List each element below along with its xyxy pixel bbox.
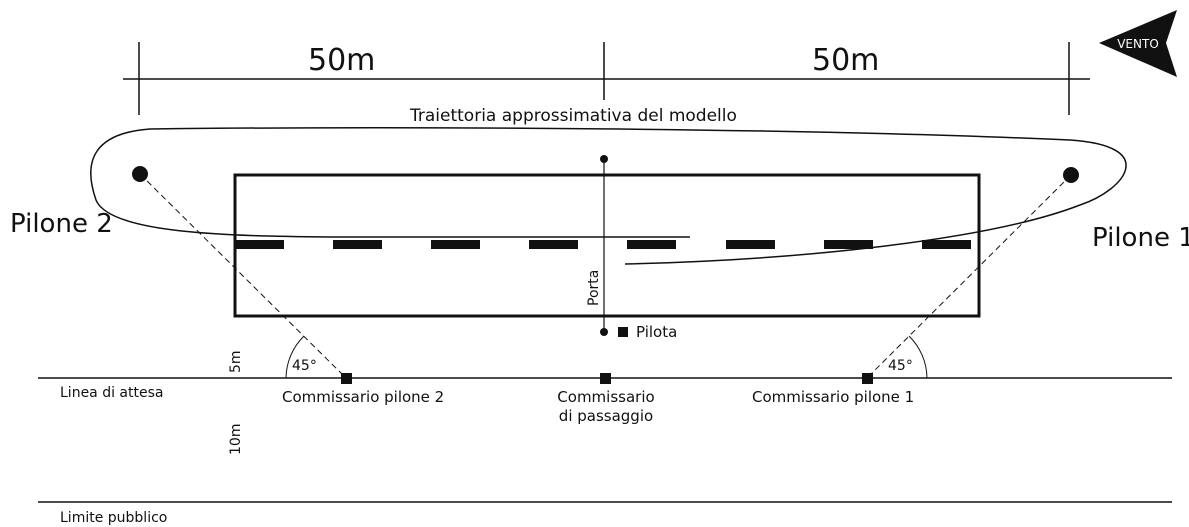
gate-label: Porta xyxy=(586,270,602,306)
pilot-marker xyxy=(618,327,628,337)
wind-label: VENTO xyxy=(1117,37,1159,51)
gate-top-dot xyxy=(600,155,608,163)
wind-arrow-icon xyxy=(1099,10,1177,77)
judge-passage-label-line2: di passaggio xyxy=(559,407,653,425)
pilot-label: Pilota xyxy=(636,323,677,341)
pylon-2-label: Pilone 2 xyxy=(10,209,113,239)
gate-bottom-dot xyxy=(600,328,608,336)
sight-lines xyxy=(139,173,1072,379)
left-angle-label: 45° xyxy=(292,358,317,374)
dashed-center-line xyxy=(235,240,971,249)
right-angle-label: 45° xyxy=(888,358,913,374)
judge-passage-label-line1: Commissario xyxy=(557,388,654,406)
judge-pylon-1-marker xyxy=(862,373,873,384)
left-span-label: 50m xyxy=(308,43,375,78)
pylon-1-label: Pilone 1 xyxy=(1092,223,1189,253)
trajectory-path xyxy=(90,127,1127,265)
right-span-label: 50m xyxy=(812,43,879,78)
dimension-line xyxy=(123,42,1090,115)
public-limit-label: Limite pubblico xyxy=(60,510,167,526)
left-angle-arc xyxy=(285,335,305,379)
waiting-line-label: Linea di attesa xyxy=(60,385,163,401)
judge-passage-marker xyxy=(600,373,611,384)
right-angle-arc xyxy=(908,335,928,379)
distance-10m-label: 10m xyxy=(228,424,244,455)
judge-pylon-1-label: Commissario pilone 1 xyxy=(752,388,914,406)
judge-pylon-2-marker xyxy=(341,373,352,384)
distance-5m-label: 5m xyxy=(228,350,244,373)
trajectory-label: Traiettoria approssimativa del modello xyxy=(409,106,737,126)
judge-pylon-2-label: Commissario pilone 2 xyxy=(282,388,444,406)
